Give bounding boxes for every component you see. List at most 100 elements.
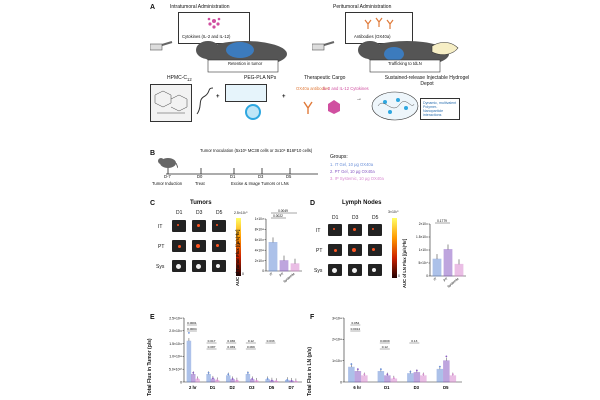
y-tick-label: 1×10¹¹ (332, 359, 343, 363)
thumbnail-image (192, 240, 206, 252)
bar (279, 260, 289, 272)
thumbnail-image (348, 264, 362, 276)
panel-e-label: E (150, 314, 155, 321)
p-value: 0.0022 (273, 214, 283, 218)
p-value: 0.087 (208, 345, 216, 349)
data-point (227, 373, 230, 376)
data-point (266, 378, 269, 380)
ln-row-it: IT (316, 228, 321, 234)
bar (190, 374, 196, 383)
thumbnail-image (348, 244, 362, 256)
timeline-day-4: D3 (258, 174, 264, 179)
bar (420, 375, 427, 383)
signal-spot (196, 244, 200, 248)
x-tick-label: D5 (443, 385, 449, 390)
bar (436, 368, 444, 383)
antibodies-text: Antibodies (OX40a) (354, 34, 391, 39)
y-tick-label: 8×10¹² (255, 228, 264, 232)
y-tick-label: 0 (262, 269, 264, 273)
timeline-day-3: D1 (230, 174, 236, 179)
signal-spot (216, 224, 218, 226)
group-3: 3. IP Systemic, 10 μg OX40a (330, 176, 384, 181)
data-point (386, 373, 389, 376)
y-tick-label: 2.5×10¹¹ (169, 316, 183, 320)
y-tick-label: 1×10¹¹ (419, 248, 428, 252)
tumor-auc-ylabel: AUC of Tumor Flux [(p/s)*hr] (235, 229, 240, 286)
data-point (350, 363, 353, 365)
data-point (445, 355, 448, 358)
nanoparticle-icon (245, 104, 261, 120)
panel-d-title: Lymph Nodes (342, 200, 382, 206)
data-point (188, 331, 190, 334)
timeline-event-2: Treat (195, 181, 205, 186)
bar (225, 375, 231, 383)
tumor-col-d3: D3 (196, 210, 203, 216)
signal-spot (177, 224, 179, 226)
group-1: 1. IT Gel, 10 μg OX40a (330, 162, 374, 167)
y-tick-label: 5.0×10¹⁰ (169, 368, 183, 372)
ln-row-pt: PT (316, 248, 323, 254)
ln-colorbar-top: 3×10¹⁰ (388, 210, 399, 214)
timeline-event-1: Tumor Induction (152, 181, 183, 186)
y-tick-label: 1.0×10¹¹ (169, 355, 183, 359)
data-point (451, 373, 454, 376)
y-tick-label: 2×10¹¹ (419, 222, 428, 226)
p-value: 0.0014 (351, 327, 361, 331)
groups-title: Groups: (330, 154, 348, 160)
signal-spot (175, 263, 181, 269)
data-point (192, 371, 195, 374)
thumbnail-image (328, 244, 342, 256)
ln-col-d1: D1 (332, 215, 339, 221)
signal-spot (372, 228, 374, 230)
data-point (212, 377, 214, 380)
thumbnail-image (172, 220, 186, 232)
tumor-row-pt: PT (158, 244, 165, 250)
intratumoral-title: Intratumoral Administration (170, 4, 230, 10)
thumbnail-image (328, 264, 342, 276)
data-point (251, 378, 254, 380)
data-point (356, 368, 359, 371)
data-point (247, 371, 249, 374)
signal-spot (352, 227, 356, 231)
x-tick-label: PT (443, 277, 449, 283)
y-tick-label: 5×10¹⁰ (418, 261, 428, 265)
x-tick-label: IT (269, 272, 274, 277)
x-tick-label: Systemic (283, 272, 296, 284)
p-value: 0.069 (227, 345, 235, 349)
y-tick-label: 0 (426, 274, 428, 278)
signal-spot (195, 263, 201, 269)
y-tick-label: 3×10¹¹ (332, 316, 343, 320)
panel-b-label: B (150, 150, 156, 157)
bar (268, 242, 278, 272)
hpmc-label: HPMC-C12 (167, 75, 192, 82)
data-point (236, 379, 238, 382)
data-point (409, 370, 412, 373)
tumor-flux-chart: 05.0×10¹⁰1.0×10¹¹1.5×10¹¹2.0×10¹¹2.5×10¹… (169, 316, 302, 390)
tumor-colorbar (236, 218, 241, 276)
y-tick-label: 2.0×10¹¹ (169, 329, 183, 333)
signal-spot (196, 223, 200, 227)
cytokine-box: Cytokines (IL-2 and IL-12) (178, 12, 250, 44)
thumbnail-image (212, 220, 226, 232)
depot-note: Dynamic, multivalent Polymer-Nanoparticl… (423, 101, 457, 118)
depot-note-box: Dynamic, multivalent Polymer-Nanoparticl… (420, 98, 460, 120)
p-value: 0.069 (247, 345, 255, 349)
arrow-right-icon: → (356, 96, 362, 102)
ln-colorbar-bottom: 0 (398, 274, 400, 278)
x-tick-label: 6 hr (353, 385, 361, 390)
x-tick-label: D2 (230, 385, 236, 390)
p-value: 0.0001 (187, 321, 197, 325)
bar (390, 378, 398, 383)
p-value: 0.12 (248, 339, 254, 343)
data-point (255, 379, 258, 382)
x-tick-label: 2 hr (189, 385, 197, 390)
antibody-icon (364, 17, 394, 29)
panel-c-title: Tumors (190, 200, 212, 206)
data-point (286, 378, 289, 381)
antibody-box: Antibodies (OX40a) (345, 12, 413, 44)
timeline-day-5: D5 (286, 174, 292, 179)
p-value: 0.1779 (437, 219, 447, 223)
